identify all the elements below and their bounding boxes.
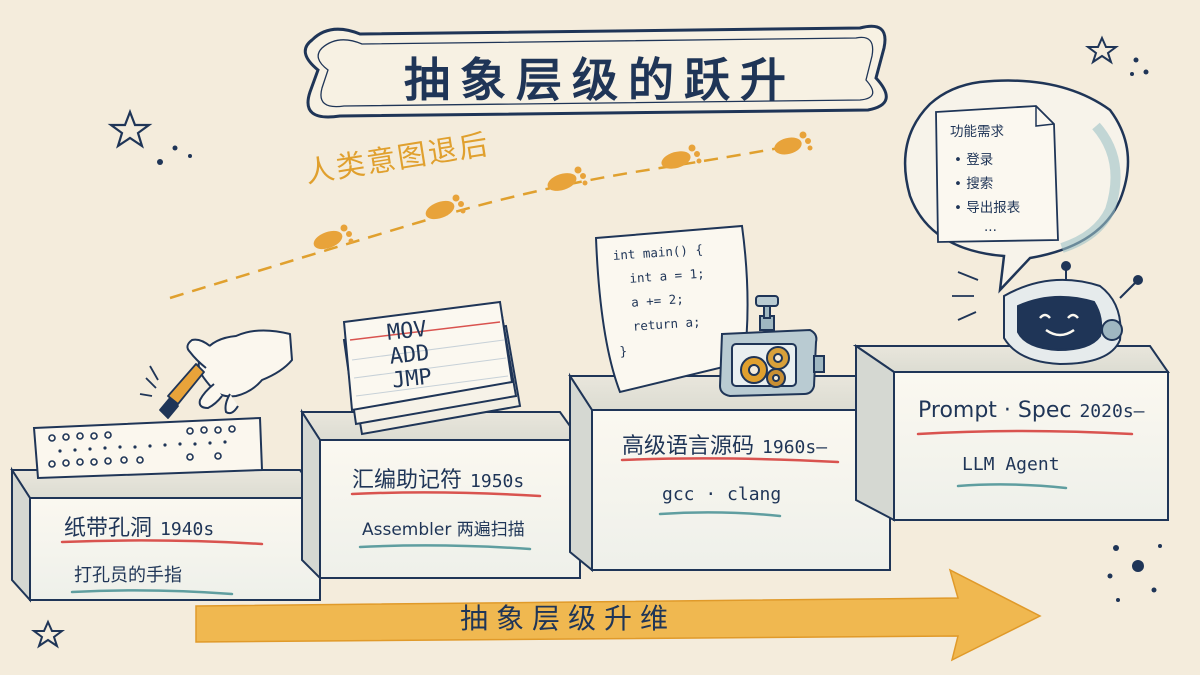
- arrow-label: 抽象层级升维: [460, 602, 677, 635]
- step-underlines: [60, 429, 1134, 596]
- step-1-heading: 纸带孔洞 1940s: [64, 510, 214, 542]
- footprint-icon: [547, 166, 588, 191]
- step-block-3: [568, 372, 892, 573]
- step-4-title: Prompt · Spec: [918, 398, 1072, 423]
- speech-bubble-icon: [903, 79, 1130, 294]
- step-4-subtitle: LLM Agent: [962, 454, 1060, 475]
- assembly-card-text: MOV ADD JMP: [386, 317, 434, 394]
- step-2-subtitle: Assembler 两遍扫描: [362, 520, 525, 540]
- gear-icon: [718, 295, 825, 398]
- step-3-heading: 高级语言源码 1960s–: [622, 428, 827, 460]
- assembly-card-stack: [342, 300, 522, 436]
- spec-item: • 登录: [954, 152, 994, 168]
- title-banner: [303, 24, 888, 119]
- spec-item: • 搜索: [954, 176, 994, 192]
- step-2-heading: 汇编助记符 1950s: [352, 462, 524, 494]
- hand-icon: [139, 329, 293, 419]
- step-1-title: 纸带孔洞: [64, 516, 153, 541]
- step-block-4: [852, 344, 1170, 522]
- step-3-year: 1960s–: [762, 437, 828, 458]
- star-icon: [107, 108, 153, 149]
- decorative-dots: [157, 57, 1162, 602]
- spec-title: 功能需求: [950, 124, 1004, 140]
- step-1-year: 1940s: [160, 519, 215, 540]
- code-text: int main() { int a = 1; a += 2; return a…: [612, 238, 710, 364]
- step-1-subtitle: 打孔员的手指: [74, 565, 182, 586]
- asm-line: JMP: [390, 364, 434, 394]
- spec-item: • 导出报表: [954, 200, 1021, 216]
- footprint-icon: [313, 224, 354, 250]
- spec-note: 功能需求 • 登录 • 搜索 • 导出报表 ...: [950, 120, 1020, 234]
- punched-tape: [32, 416, 264, 480]
- abstraction-arrow: [195, 568, 1042, 662]
- intent-dashed-path: [169, 142, 801, 300]
- footprint-icon: [661, 144, 702, 169]
- footprint-icon: [425, 194, 466, 220]
- code-paper: [594, 224, 749, 394]
- star-icon: [31, 619, 65, 649]
- star-icon: [1085, 35, 1119, 65]
- step-4-heading: Prompt · Spec 2020s–: [918, 398, 1145, 423]
- step-3-title: 高级语言源码: [622, 434, 755, 459]
- step-3-subtitle: gcc · clang: [662, 484, 782, 505]
- footprint-icon: [774, 131, 813, 155]
- step-4-year: 2020s–: [1079, 401, 1145, 422]
- robot-icon: [952, 261, 1143, 366]
- page-title: 抽象层级的跃升: [404, 53, 796, 107]
- spec-item: ...: [984, 219, 997, 235]
- step-2-title: 汇编助记符: [352, 468, 463, 493]
- step-2-year: 1950s: [470, 471, 525, 492]
